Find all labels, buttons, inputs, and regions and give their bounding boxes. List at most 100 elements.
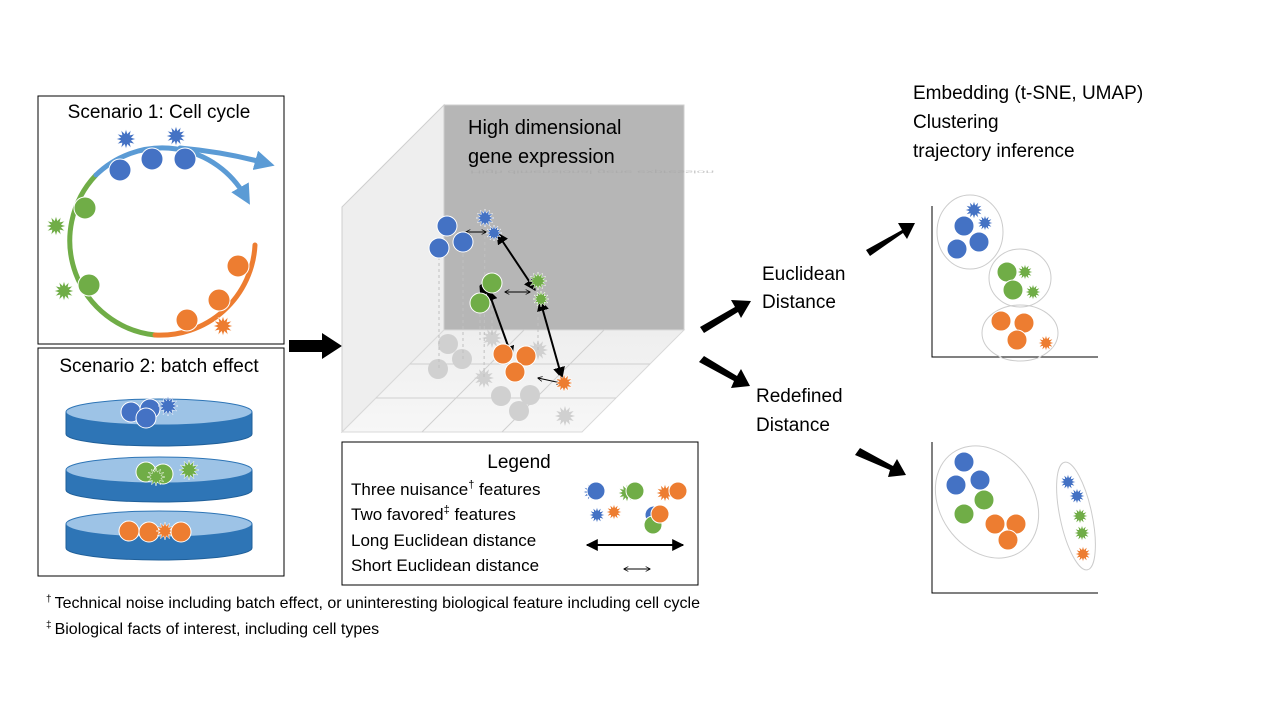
orange-spiky-cell xyxy=(1074,545,1092,563)
orange-cell xyxy=(650,504,670,524)
redefined-label-line2: Distance xyxy=(756,415,830,436)
euclidean-embedding-plot xyxy=(931,194,1098,362)
orange-spiky-cell xyxy=(1037,334,1055,352)
green-spiky-cell xyxy=(528,271,548,291)
green-cell xyxy=(973,489,995,511)
redefined-plot-cells xyxy=(945,451,1092,563)
green-cell xyxy=(77,273,101,297)
euclidean-label-line1: Euclidean xyxy=(762,264,845,285)
cell-type-cluster-outline xyxy=(934,445,1040,559)
blue-spiky-cell xyxy=(165,125,187,147)
arrow-to-euclidean xyxy=(700,300,751,333)
legend-item-favored: Two favored‡ features xyxy=(351,504,516,524)
cell-shadow xyxy=(428,359,448,379)
euclidean-plot-axes xyxy=(931,206,1098,358)
space-cells xyxy=(428,208,574,393)
orange-cell xyxy=(226,254,250,278)
green-cell xyxy=(953,503,975,525)
legend-item-long-distance: Long Euclidean distance xyxy=(351,531,536,550)
orange-cell xyxy=(1006,329,1028,351)
blue-cell xyxy=(436,215,458,237)
orange-spiky-cell xyxy=(212,315,234,337)
blue-cell xyxy=(452,231,474,253)
green-spiky-cell xyxy=(1024,283,1042,301)
scenario2-title: Scenario 2: batch effect xyxy=(59,356,259,377)
cell-shadow xyxy=(520,385,540,405)
green-cell xyxy=(469,292,491,314)
cell-shadow xyxy=(474,368,494,388)
orange-spiky-cell xyxy=(605,503,623,521)
blue-spiky-cell xyxy=(485,224,503,242)
blue-cell xyxy=(135,407,157,429)
blue-cell xyxy=(945,474,967,496)
legend-swatches xyxy=(582,481,688,535)
orange-cell xyxy=(515,345,537,367)
orange-cell xyxy=(175,308,199,332)
blue-spiky-cell xyxy=(588,506,606,524)
redefined-plot-axes xyxy=(931,442,1098,594)
legend-title: Legend xyxy=(487,452,550,473)
gene-expression-space: High dimensional gene expression High di… xyxy=(340,103,714,434)
orange-cell xyxy=(170,521,192,543)
scenario2-panel: Scenario 2: batch effect xyxy=(37,347,285,577)
blue-cell xyxy=(173,147,197,171)
arrow-to-euclidean-embedding xyxy=(866,223,915,256)
methods-line1: Embedding (t-SNE, UMAP) xyxy=(913,83,1143,104)
methods-line2: Clustering xyxy=(913,112,999,133)
cell-shadow xyxy=(555,406,575,426)
scenario2-cells xyxy=(118,395,200,543)
green-cell xyxy=(996,261,1018,283)
euclidean-plot-cells xyxy=(946,200,1055,352)
nuisance-cluster-outline xyxy=(1056,461,1096,571)
green-cell xyxy=(625,481,645,501)
legend-panel: Legend Three nuisance† features Two favo… xyxy=(341,441,699,586)
legend-frame xyxy=(341,441,699,586)
orange-cluster-outline xyxy=(981,304,1059,362)
redefined-embedding-plot xyxy=(931,442,1098,594)
disk-top xyxy=(65,510,253,538)
green-spiky-cell xyxy=(1071,507,1089,525)
green-spiky-cell xyxy=(53,280,75,302)
green-spiky-cell xyxy=(1073,524,1091,542)
orange-cell xyxy=(990,310,1012,332)
orange-cell xyxy=(207,288,231,312)
orange-cell xyxy=(668,481,688,501)
legend-item-nuisance: Three nuisance† features xyxy=(351,479,540,499)
blue-cell xyxy=(946,238,968,260)
green-spiky-cell xyxy=(45,215,67,237)
scenario1-cells xyxy=(45,125,250,337)
green-cell xyxy=(73,196,97,220)
redefined-label-line1: Redefined xyxy=(756,386,843,407)
cell-shadow xyxy=(509,401,529,421)
orange-cell xyxy=(984,513,1006,535)
blue-cell xyxy=(586,481,606,501)
blue-cell xyxy=(428,237,450,259)
orange-spiky-cell xyxy=(655,483,675,503)
floor-shadows xyxy=(428,328,575,426)
green-spiky-cell xyxy=(1016,263,1034,281)
orange-cell xyxy=(118,520,140,542)
cell-shadow xyxy=(438,334,458,354)
orange-cell xyxy=(504,361,526,383)
space-title-line2: gene expression xyxy=(468,146,615,168)
long-distance-arrow xyxy=(496,232,536,291)
orange-spiky-cell xyxy=(155,521,175,541)
euclidean-label-line2: Distance xyxy=(762,292,836,313)
methods-line3: trajectory inference xyxy=(913,141,1075,162)
blue-spiky-cell xyxy=(1059,473,1077,491)
blue-cell xyxy=(969,469,991,491)
blue-cell xyxy=(140,147,164,171)
blue-spiky-cell xyxy=(475,208,495,228)
blue-cell xyxy=(968,231,990,253)
cell-shadow xyxy=(491,386,511,406)
arrow-to-space xyxy=(289,333,342,359)
blue-spiky-cell xyxy=(976,214,994,232)
arrow-to-redefined xyxy=(699,356,750,388)
green-spiky-cell xyxy=(178,459,200,481)
blue-spiky-cell xyxy=(964,200,984,220)
orange-spiky-cell xyxy=(554,373,574,393)
blue-cell xyxy=(953,215,975,237)
green-cell xyxy=(1002,279,1024,301)
green-cluster-outline xyxy=(988,248,1052,308)
